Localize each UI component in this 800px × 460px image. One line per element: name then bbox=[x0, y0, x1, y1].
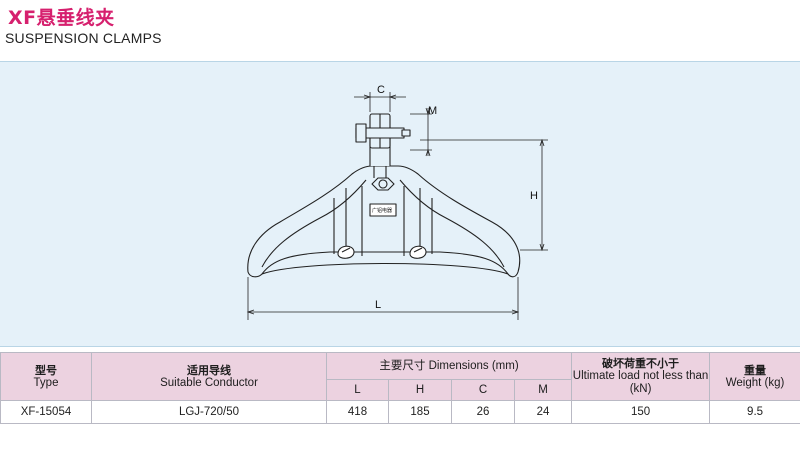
header-conductor: 适用导线 Suitable Conductor bbox=[91, 352, 327, 401]
cell-h: 185 bbox=[388, 400, 452, 424]
clamp-flange-line-right bbox=[399, 179, 505, 268]
header-type: 型号 Type bbox=[0, 352, 92, 401]
technical-drawing-panel: C M H L 广铝电器 bbox=[0, 61, 800, 347]
clamp-flange-line bbox=[261, 179, 367, 268]
cell-m: 24 bbox=[513, 400, 573, 424]
dim-label-m: M bbox=[428, 105, 437, 117]
cell-l: 418 bbox=[326, 400, 389, 424]
subheader-c: C bbox=[451, 379, 515, 401]
slot-shadow bbox=[341, 247, 351, 253]
page-title-cn: XF悬垂线夹 bbox=[8, 7, 115, 29]
dim-label-l: L bbox=[375, 299, 381, 311]
slot-shadow bbox=[413, 247, 423, 253]
subheader-l: L bbox=[326, 379, 389, 401]
cell-load: 150 bbox=[571, 400, 711, 424]
bolt-slot-right bbox=[409, 245, 427, 259]
cell-weight: 9.5 bbox=[709, 400, 800, 424]
clamp-body bbox=[247, 165, 521, 278]
subheader-h: H bbox=[388, 379, 452, 401]
cell-c: 26 bbox=[451, 400, 515, 424]
cell-type: XF-15054 bbox=[0, 400, 92, 424]
pin-cotter bbox=[401, 129, 411, 137]
bolt-slot-left bbox=[337, 245, 355, 259]
spec-table: 型号 Type 适用导线 Suitable Conductor 主要尺寸 Dim… bbox=[0, 352, 800, 424]
pin-nut-left bbox=[355, 123, 367, 143]
dim-label-c: C bbox=[377, 84, 385, 96]
header-dimensions: 主要尺寸 Dimensions (mm) bbox=[325, 352, 573, 380]
clamp-keel bbox=[261, 262, 509, 275]
page-title-en: SUSPENSION CLAMPS bbox=[5, 30, 162, 46]
hanger-neck bbox=[373, 166, 387, 178]
header-weight: 重量 Weight (kg) bbox=[709, 352, 800, 401]
hex-nut-hole bbox=[378, 179, 388, 189]
table-row: XF-15054 LGJ-720/50 418 185 26 24 150 9.… bbox=[0, 400, 800, 424]
dim-label-h: H bbox=[530, 190, 538, 202]
cell-conductor: LGJ-720/50 bbox=[91, 400, 327, 424]
subheader-m: M bbox=[513, 379, 573, 401]
nameplate-rect bbox=[369, 203, 397, 217]
suspension-clamp-drawing: C M H L 广铝电器 bbox=[246, 84, 548, 320]
hex-nut bbox=[371, 177, 395, 191]
nameplate-text: 广铝电器 bbox=[372, 207, 392, 214]
header-ultimate-load: 破坏荷重不小于 Ultimate load not less than (kN) bbox=[571, 352, 711, 401]
